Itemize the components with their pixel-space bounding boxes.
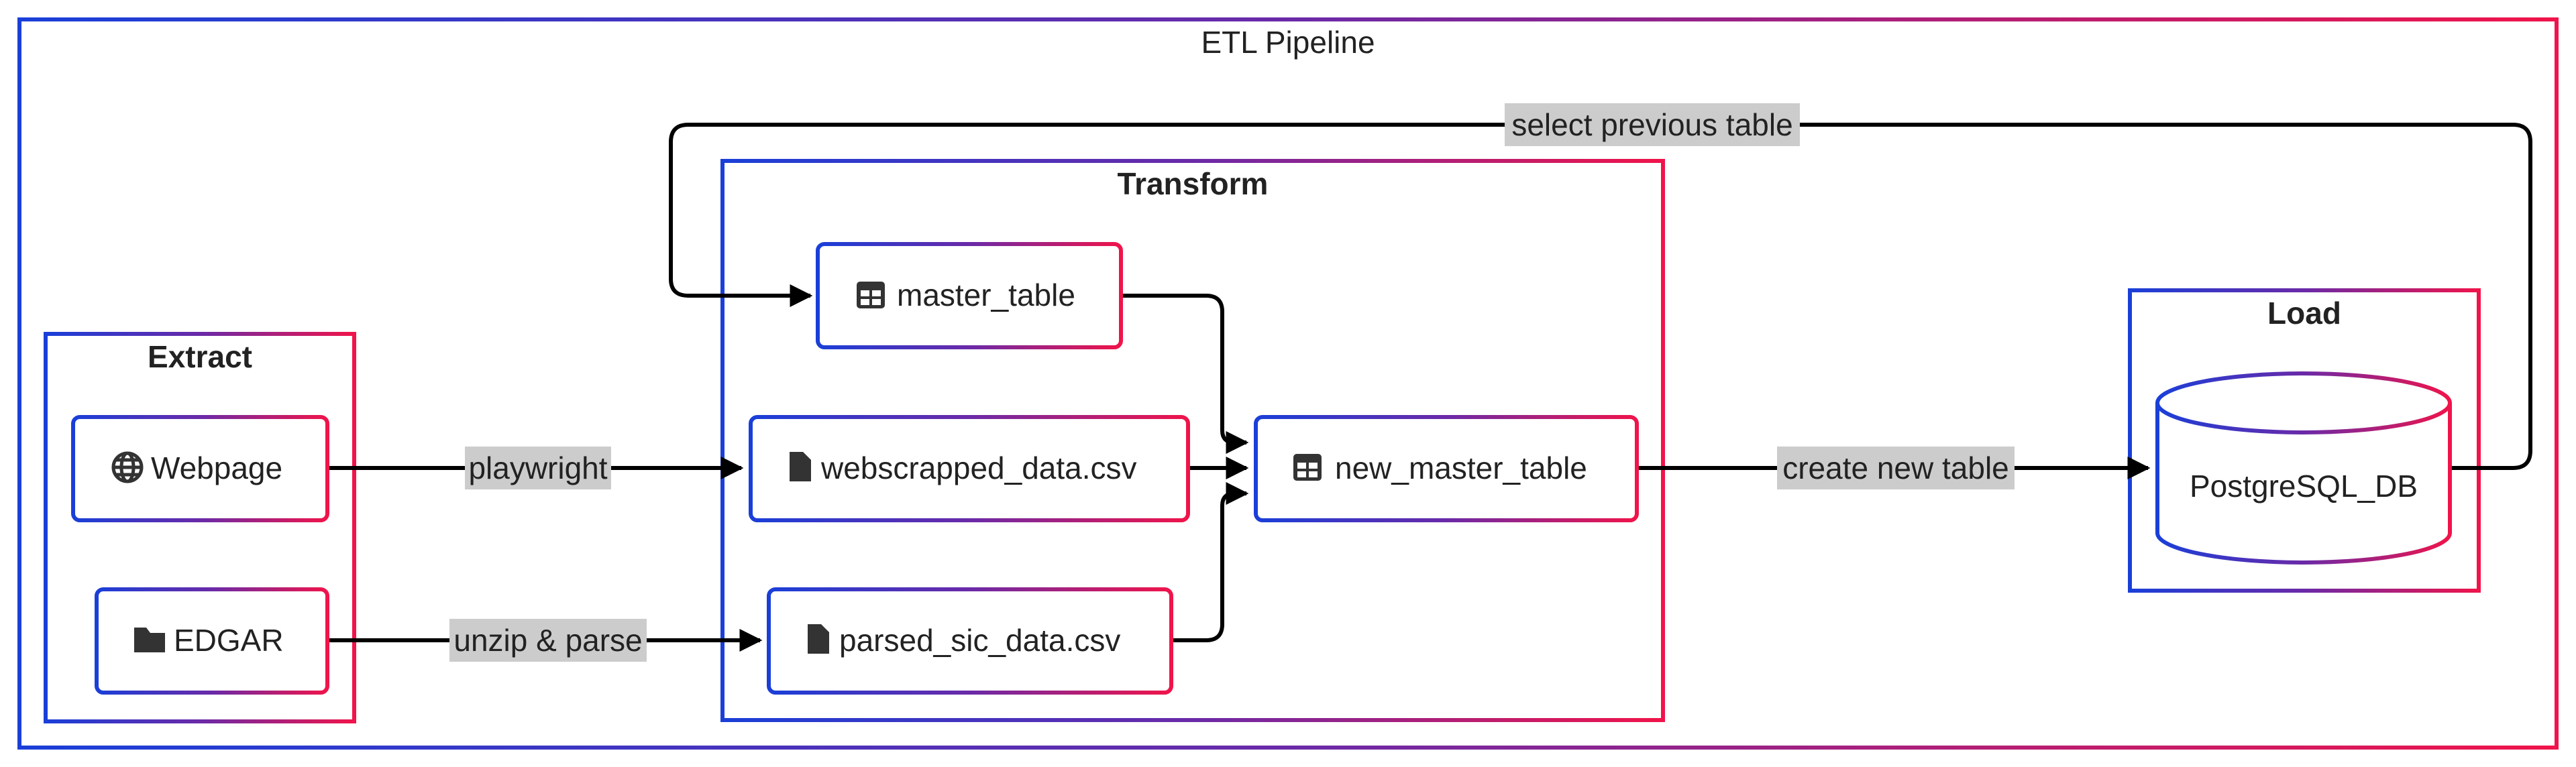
load-group-title: Load bbox=[2267, 296, 2341, 331]
transform-group: Transform bbox=[720, 159, 1665, 722]
pipeline-frame: ETL Pipeline bbox=[17, 17, 2559, 750]
svg-text:unzip & parse: unzip & parse bbox=[453, 623, 642, 658]
node-edgar[interactable]: EDGAR bbox=[95, 587, 329, 695]
extract-group-title: Extract bbox=[148, 339, 252, 374]
node-master-table-label: master_table bbox=[897, 278, 1075, 312]
node-webpage-label: Webpage bbox=[151, 451, 282, 485]
svg-text:create new table: create new table bbox=[1782, 451, 2009, 485]
node-webpage[interactable]: Webpage bbox=[71, 415, 329, 522]
node-new-master-table[interactable]: new_master_table bbox=[1254, 415, 1639, 522]
transform-group-title: Transform bbox=[1118, 166, 1269, 201]
node-edgar-label: EDGAR bbox=[174, 623, 284, 658]
database-cylinder bbox=[2155, 403, 2452, 565]
node-master-table[interactable]: master_table bbox=[816, 242, 1123, 349]
file-icon bbox=[808, 624, 829, 654]
edge-label-select-previous: select previous table bbox=[1505, 103, 1800, 146]
table-icon bbox=[857, 282, 885, 308]
pipeline-title: ETL Pipeline bbox=[1201, 25, 1375, 60]
edge-parsed-to-new bbox=[1171, 482, 1249, 642]
node-postgresql-db[interactable]: PostgreSQL_DB bbox=[2155, 371, 2452, 565]
node-postgresql-db-label: PostgreSQL_DB bbox=[2190, 469, 2418, 504]
svg-text:select previous table: select previous table bbox=[1511, 107, 1792, 142]
table-icon bbox=[1293, 454, 1322, 481]
folder-icon bbox=[134, 628, 165, 652]
svg-text:playwright: playwright bbox=[468, 451, 607, 485]
edge-label-create-table: create new table bbox=[1777, 447, 2015, 489]
node-new-master-table-label: new_master_table bbox=[1335, 451, 1587, 485]
edge-master-to-new bbox=[1121, 294, 1249, 454]
load-group: Load bbox=[2128, 288, 2481, 593]
node-webscrapped-data[interactable]: webscrapped_data.csv bbox=[749, 415, 1190, 522]
edge-label-playwright: playwright bbox=[465, 447, 611, 489]
node-webscrapped-data-label: webscrapped_data.csv bbox=[820, 451, 1137, 485]
extract-group: Extract bbox=[44, 332, 356, 723]
node-parsed-sic-data[interactable]: parsed_sic_data.csv bbox=[767, 587, 1173, 695]
file-icon bbox=[790, 452, 811, 481]
edge-label-unzip-parse: unzip & parse bbox=[449, 619, 647, 662]
globe-icon bbox=[111, 451, 144, 483]
node-parsed-sic-data-label: parsed_sic_data.csv bbox=[839, 623, 1120, 658]
